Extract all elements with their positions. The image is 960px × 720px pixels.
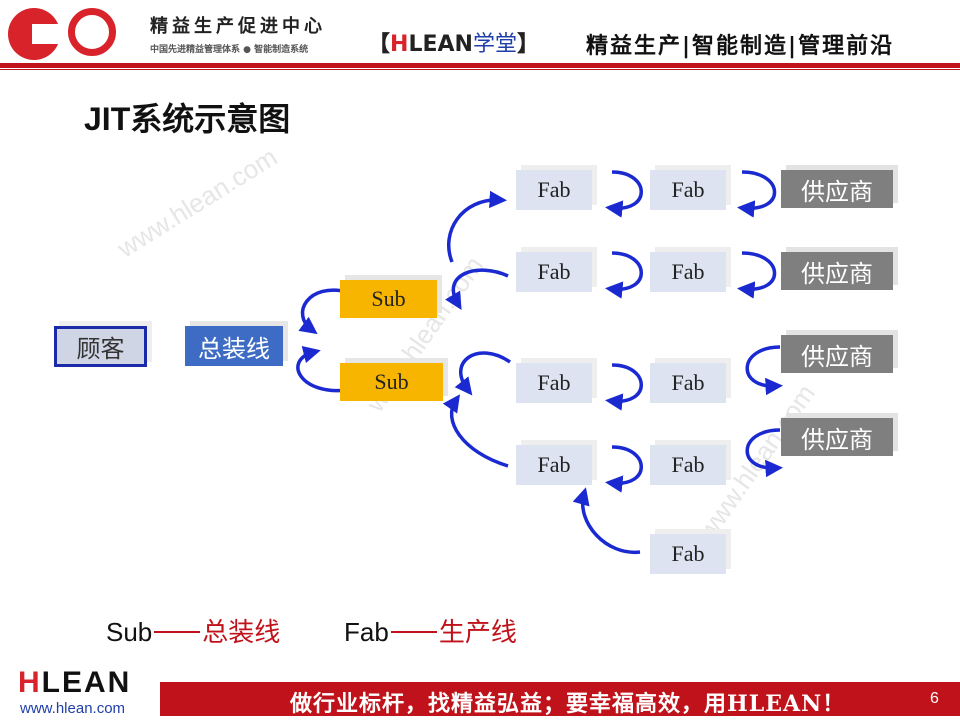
fab-box: Fab bbox=[516, 252, 592, 292]
page-number: 6 bbox=[930, 690, 939, 707]
legend-dash bbox=[390, 631, 437, 634]
legend-dash bbox=[154, 631, 201, 634]
footer-bar bbox=[160, 682, 960, 716]
brand-bracket-right: 】 bbox=[516, 32, 539, 57]
fab-box: Fab bbox=[650, 252, 726, 292]
flow-arrow bbox=[572, 487, 641, 554]
supplier-box: 供应商 bbox=[781, 418, 893, 456]
legend-value: 总装线 bbox=[202, 617, 281, 647]
logo-ring-icon bbox=[68, 8, 116, 56]
customer-box: 顾客 bbox=[54, 326, 147, 367]
footer-slogan: 做行业标杆，找精益弘益；要幸福高效，用HLEAN！ bbox=[290, 691, 846, 717]
flow-arrow bbox=[454, 351, 511, 396]
header-rule-thin bbox=[0, 69, 960, 70]
fab-box: Fab bbox=[650, 445, 726, 485]
fab-box: Fab bbox=[650, 534, 726, 574]
legend-value: 生产线 bbox=[438, 617, 517, 647]
flow-arrow bbox=[605, 170, 643, 218]
supplier-box: 供应商 bbox=[781, 170, 893, 208]
logo-c-icon bbox=[8, 8, 62, 60]
flow-arrow bbox=[737, 251, 777, 299]
flow-arrow bbox=[446, 190, 507, 263]
supplier-box: 供应商 bbox=[781, 252, 893, 290]
legend-key: Fab bbox=[344, 617, 389, 647]
sub-box: Sub bbox=[340, 363, 443, 401]
legend-item: Fab 生产线 bbox=[344, 612, 517, 649]
flow-arrow bbox=[298, 288, 349, 335]
tagline: 精益生产|智能制造|管理前沿 bbox=[586, 34, 895, 59]
footer-logo-h: H bbox=[18, 666, 42, 699]
fab-box: Fab bbox=[516, 170, 592, 210]
footer-logo-rest: LEAN bbox=[41, 666, 132, 699]
supplier-box: 供应商 bbox=[781, 335, 893, 373]
page-title: JIT系统示意图 bbox=[84, 101, 291, 137]
legend-key: Sub bbox=[106, 617, 153, 647]
flow-arrow bbox=[605, 251, 643, 299]
legend-item: Sub 总装线 bbox=[106, 612, 280, 649]
assembly-line-box: 总装线 bbox=[185, 326, 283, 366]
brand-label: 【HLEAN学堂】 bbox=[368, 26, 539, 58]
header-rule bbox=[0, 63, 960, 68]
brand-cn: 学堂 bbox=[472, 32, 517, 57]
org-name: 精益生产促进中心 bbox=[150, 16, 326, 37]
footer-logo: HLEAN bbox=[18, 666, 131, 700]
fab-box: Fab bbox=[650, 363, 726, 403]
brand-lean: LEAN bbox=[408, 32, 473, 57]
fab-box: Fab bbox=[516, 445, 592, 485]
org-subtitle: 中国先进精益管理体系 ● 智能制造系统 bbox=[150, 45, 309, 55]
brand-h: H bbox=[390, 32, 409, 57]
flow-arrow bbox=[745, 428, 783, 478]
brand-bracket-left: 【 bbox=[368, 32, 391, 57]
fab-box: Fab bbox=[650, 170, 726, 210]
flow-arrow bbox=[745, 345, 783, 396]
flow-arrow bbox=[737, 170, 777, 218]
flow-arrow bbox=[445, 268, 509, 311]
flow-arrow bbox=[605, 363, 643, 411]
flow-arrow bbox=[442, 394, 509, 468]
flow-arrow bbox=[605, 445, 643, 493]
flow-arrow bbox=[296, 346, 349, 393]
footer-url[interactable]: www.hlean.com bbox=[20, 700, 126, 717]
fab-box: Fab bbox=[516, 363, 592, 403]
sub-box: Sub bbox=[340, 280, 437, 318]
